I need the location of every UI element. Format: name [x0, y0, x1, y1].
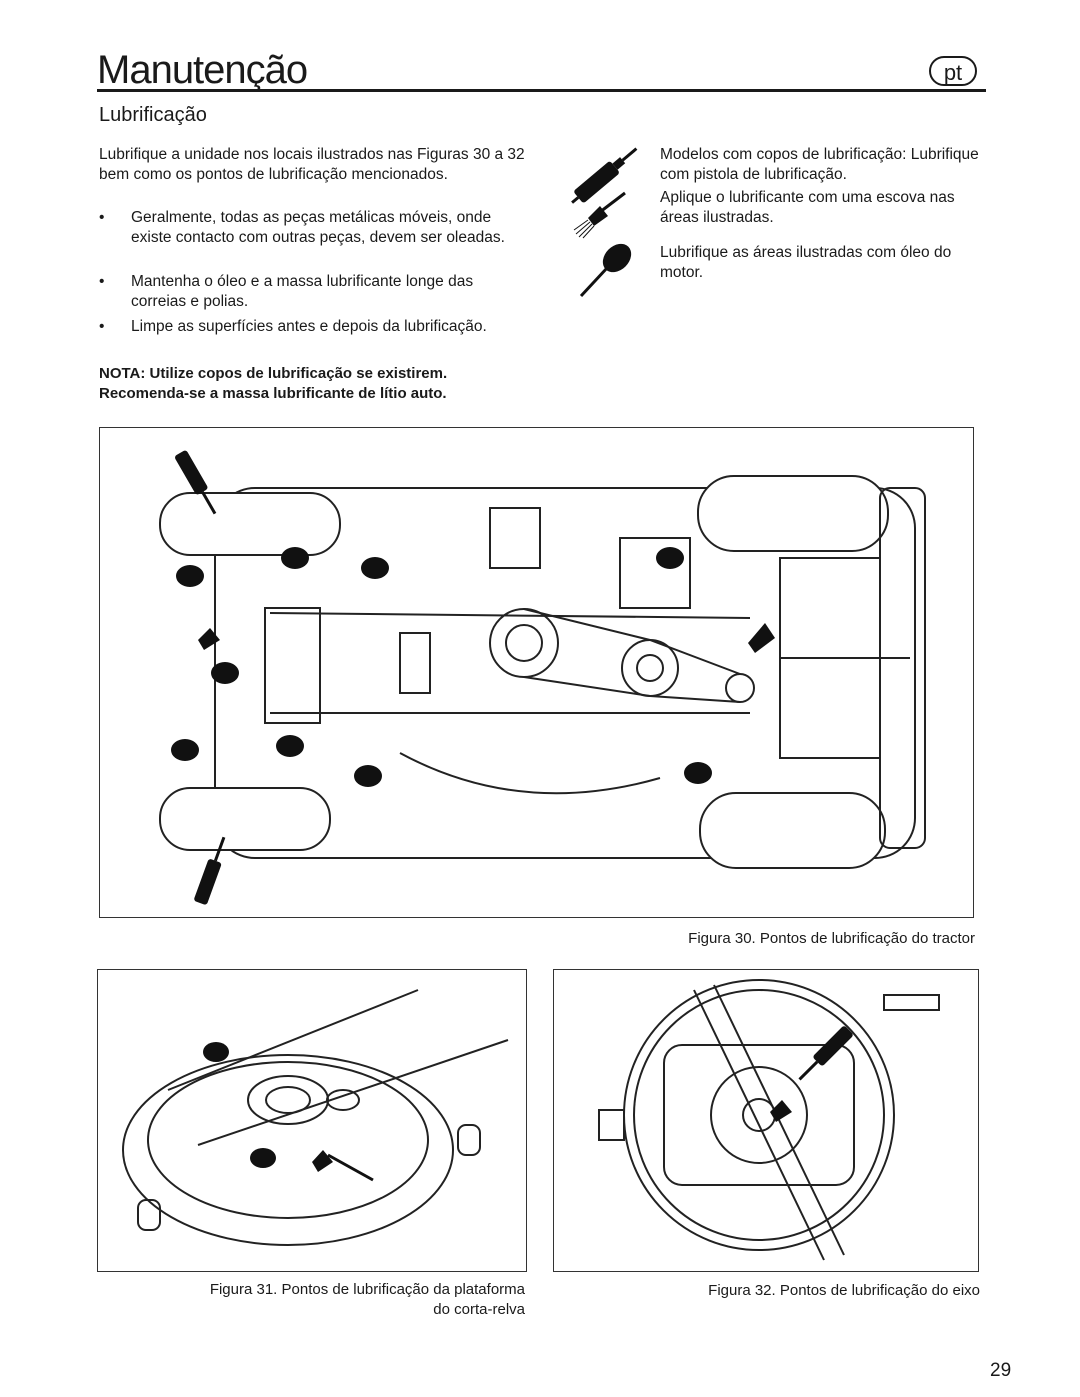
list-item-text: Geralmente, todas as peças metálicas móv…	[131, 209, 505, 246]
bullet-icon: •	[99, 318, 105, 335]
legend-oil-text: Lubrifique as áreas ilustradas com óleo …	[660, 244, 952, 281]
brush-icon	[570, 190, 630, 240]
page-number: 29	[990, 1360, 1012, 1381]
header-rule	[97, 89, 986, 92]
list-item: • Mantenha o óleo e a massa lubrificante…	[99, 272, 529, 312]
intro-paragraph: Lubrifique a unidade nos locais ilustrad…	[99, 146, 525, 183]
grease-gun-icon	[560, 140, 650, 210]
figure-31-deck	[97, 969, 527, 1272]
legend-brush-text: Aplique o lubrificante com uma escova na…	[660, 189, 955, 226]
bullet-icon: •	[99, 209, 105, 226]
legend-grease-text: Modelos com copos de lubrificação: Lubri…	[660, 146, 979, 183]
note-text: NOTA: Utilize copos de lubrificação se e…	[99, 365, 448, 402]
figure-32-axle	[553, 969, 979, 1272]
figure-30-tractor	[99, 427, 974, 918]
section-title: Lubrificação	[99, 104, 207, 126]
figure-32-caption: Figura 32. Pontos de lubrificação do eix…	[708, 1282, 980, 1299]
oil-can-icon	[575, 240, 635, 300]
figure-31-caption: Figura 31. Pontos de lubrificação da pla…	[209, 1281, 525, 1318]
page-title: Manutenção	[97, 48, 308, 92]
language-badge: pt	[929, 56, 977, 86]
list-item: • Geralmente, todas as peças metálicas m…	[99, 208, 529, 248]
bullet-icon: •	[99, 273, 105, 290]
list-item-text: Mantenha o óleo e a massa lubrificante l…	[131, 273, 474, 310]
list-item-text: Limpe as superfícies antes e depois da l…	[131, 318, 487, 335]
figure-30-caption: Figura 30. Pontos de lubrificação do tra…	[688, 930, 975, 947]
list-item: • Limpe as superfícies antes e depois da…	[99, 317, 529, 337]
